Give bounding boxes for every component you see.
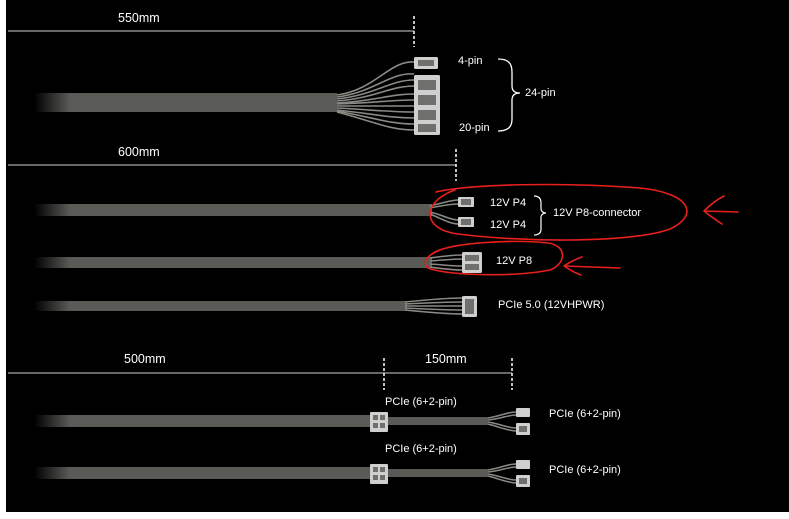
- dimension-label-550mm: 550mm: [118, 11, 160, 25]
- 24pin-brace: [497, 58, 521, 132]
- dimension-label-600mm: 600mm: [118, 145, 160, 159]
- pcie-cable-2-end-label: PCIe (6+2-pin): [549, 464, 621, 476]
- dimension-label-150mm: 150mm: [425, 352, 467, 366]
- dimension-line-550mm: [8, 16, 415, 47]
- pcie-cable-1-end-label: PCIe (6+2-pin): [549, 408, 621, 420]
- 12v-p8-label: 12V P8: [496, 255, 533, 267]
- atx-20pin-label: 20-pin: [459, 122, 490, 134]
- pcie-cable-1-mid-label: PCIe (6+2-pin): [385, 396, 457, 408]
- atx-24pin-group-label: 24-pin: [525, 87, 556, 99]
- red-arrow-upper-icon: [703, 195, 739, 225]
- dimension-line-500-150mm: [8, 358, 513, 390]
- pcie-cable-1: [34, 408, 530, 435]
- red-circle-p8-connector: [429, 183, 688, 241]
- pcie-mid-connector-2: [370, 464, 388, 484]
- 12v-p4-upper-label: 12V P4: [490, 197, 527, 209]
- 12v-p8-connector-group-label: 12V P8-connector: [553, 207, 642, 219]
- pcie5-label: PCIe 5.0 (12VHPWR): [498, 299, 605, 311]
- atx-24pin-cable: [34, 57, 521, 135]
- pcie-cable-2-mid-label: PCIe (6+2-pin): [385, 443, 457, 455]
- cpu-p8-cable: [34, 252, 482, 273]
- pcie-mid-connector-1: [370, 412, 388, 432]
- pcie-cable-2: [34, 460, 530, 487]
- 12v-p4-lower-label: 12V P4: [490, 219, 527, 231]
- red-arrow-lower-icon: [563, 256, 621, 276]
- pcie5-cable: [34, 296, 477, 317]
- red-circle-12v-p8: [424, 240, 564, 276]
- cpu-p4-split-cable: [34, 195, 547, 236]
- atx-4pin-label: 4-pin: [458, 55, 483, 67]
- dimension-label-500mm: 500mm: [124, 352, 166, 366]
- dimension-line-600mm: [8, 149, 457, 181]
- p8-brace: [533, 195, 547, 236]
